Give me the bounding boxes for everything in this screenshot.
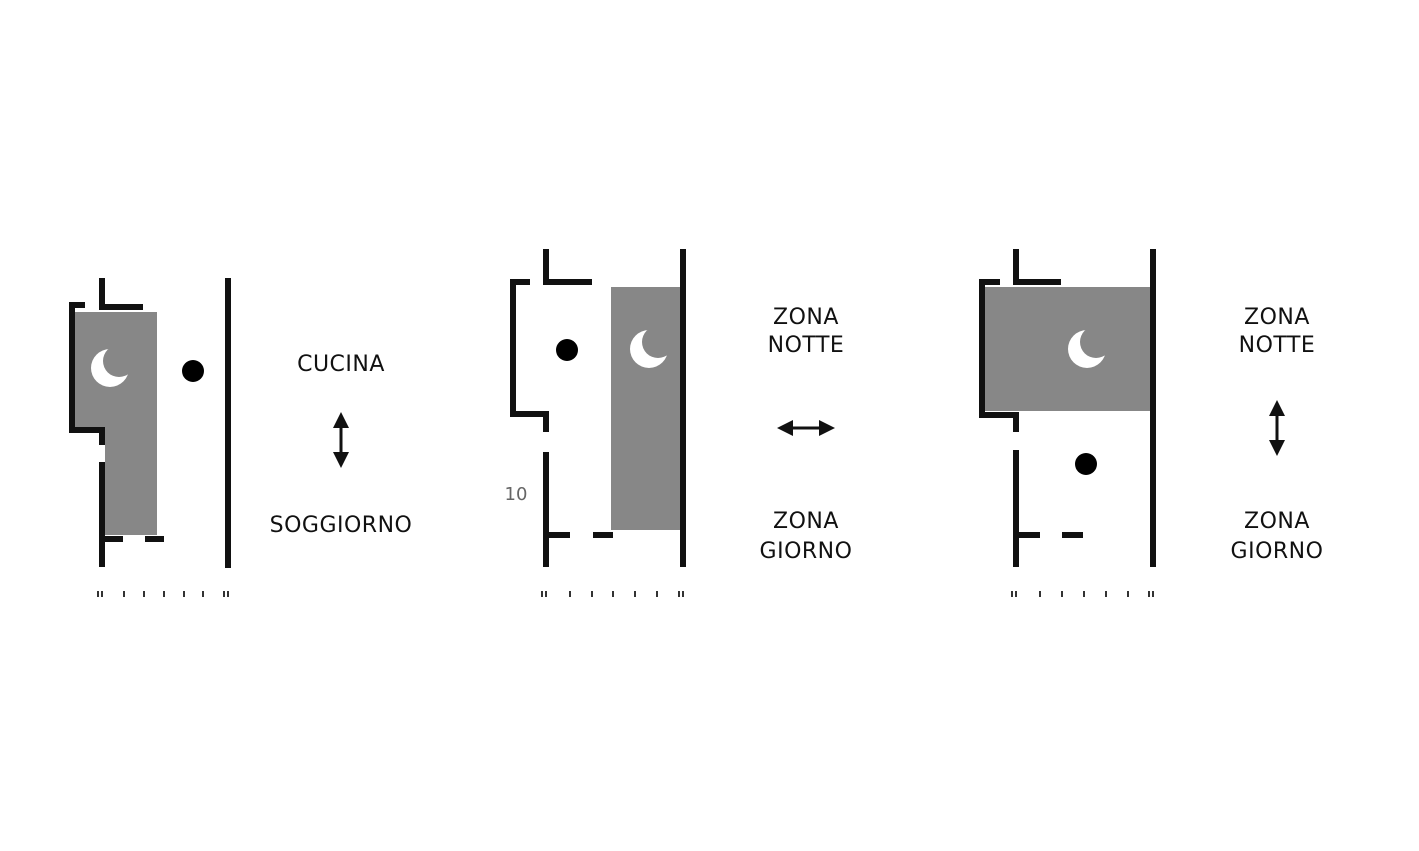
label-notte: NOTTE [1239,333,1316,358]
night-zone-area [611,287,681,530]
scale-ticks [541,591,684,597]
moon-icon [630,330,668,368]
panel-2-plan: 10 ZONA NOTTE ZONA GIORNO [505,249,853,597]
walls [510,249,686,567]
label-zona: ZONA [773,509,839,534]
side-mark: 10 [505,484,528,505]
panel-3-plan: ZONA NOTTE ZONA GIORNO [979,249,1324,597]
label-soggiorno: SOGGIORNO [270,513,413,538]
label-cucina: CUCINA [297,352,385,377]
label-giorno: GIORNO [1231,539,1324,564]
walls [979,249,1156,567]
night-zone-area [75,312,157,535]
walls [69,278,231,568]
sun-icon [542,325,592,375]
moon-icon [1068,330,1106,368]
label-giorno: GIORNO [760,539,853,564]
label-zona: ZONA [773,305,839,330]
sun-icon [1061,439,1111,489]
scale-ticks [97,591,229,597]
label-notte: NOTTE [768,333,845,358]
panel-1-plan: CUCINA SOGGIORNO [69,278,413,597]
vertical-double-arrow-icon [1267,398,1287,458]
label-zona: ZONA [1244,305,1310,330]
sun-icon [168,346,218,396]
scale-ticks [1011,591,1154,597]
horizontal-double-arrow-icon [775,418,837,438]
moon-icon [91,349,129,387]
vertical-double-arrow-icon [331,410,351,470]
label-zona: ZONA [1244,509,1310,534]
